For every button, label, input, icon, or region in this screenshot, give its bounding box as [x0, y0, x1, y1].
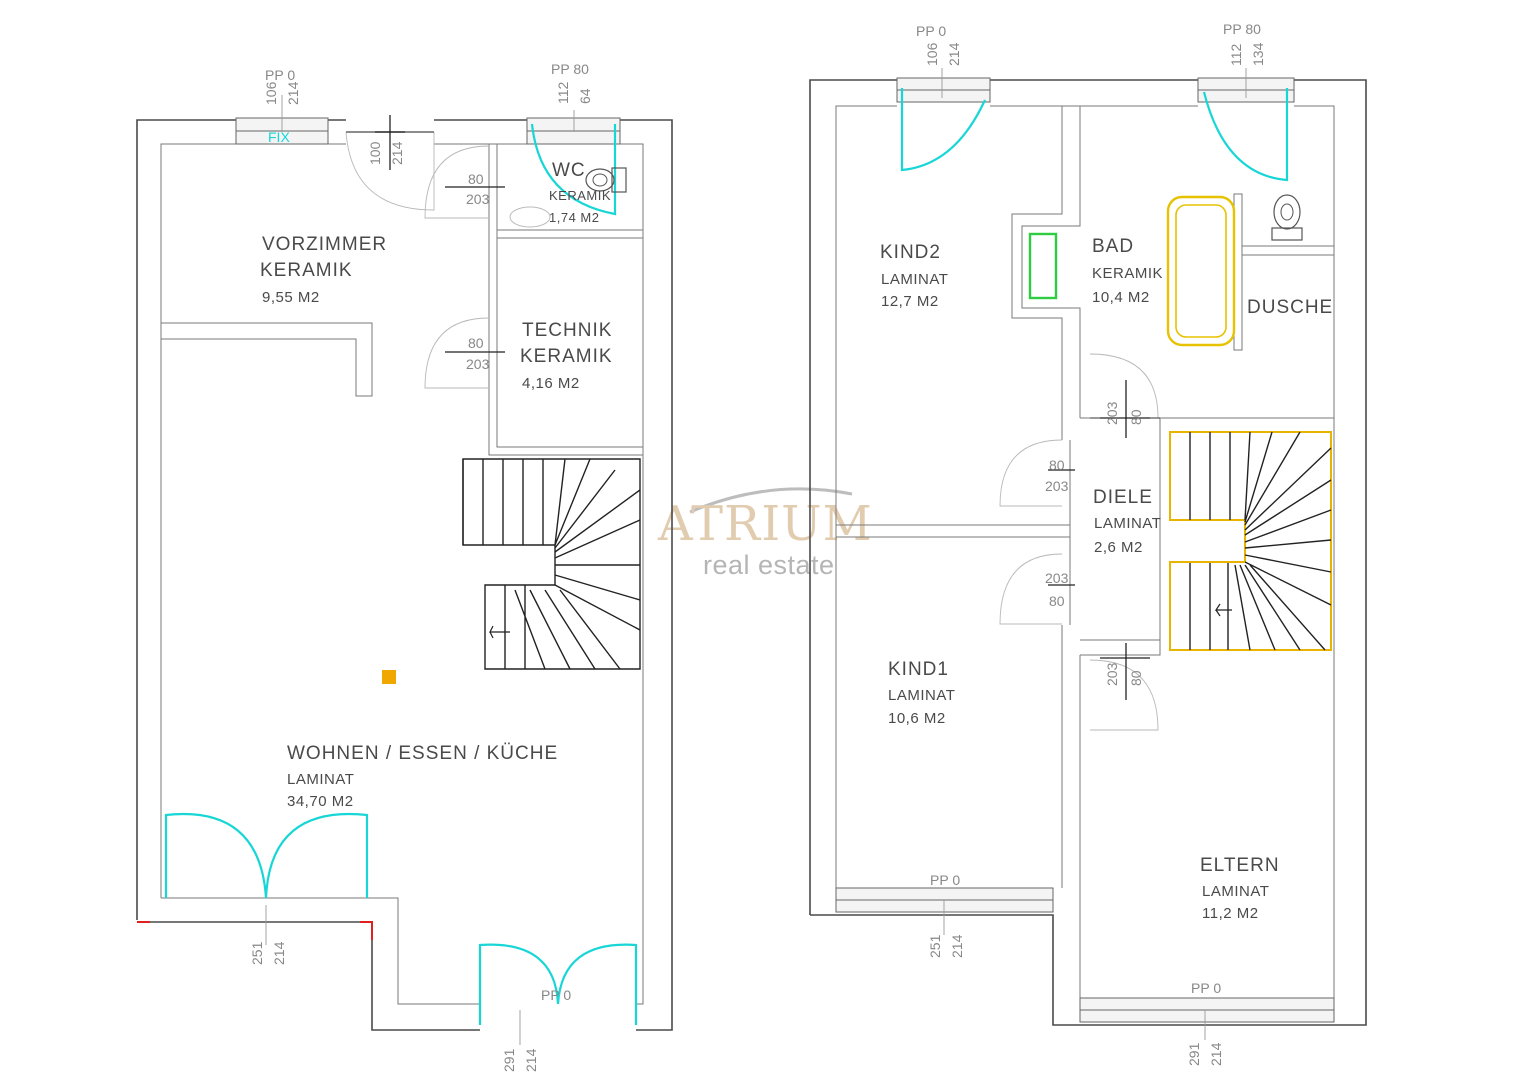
room-area: 12,7 M2	[881, 293, 939, 310]
dim-label: 80	[1128, 409, 1144, 425]
dim-label: 112	[555, 81, 571, 104]
gf-wc-tech-walls	[488, 144, 643, 456]
dim-label: 291	[1186, 1042, 1202, 1066]
room-name: BAD	[1092, 236, 1134, 257]
room-area: 2,6 M2	[1094, 539, 1143, 556]
dim-label: 214	[523, 1048, 539, 1072]
room-area: 10,6 M2	[888, 710, 946, 727]
dim-label: PP 80	[1223, 21, 1261, 37]
upper-floor-plan: KIND2 LAMINAT 12,7 M2 BAD KERAMIK 10,4 M…	[809, 21, 1367, 1066]
room-floor: LAMINAT	[287, 771, 354, 788]
dim-label: 203	[466, 191, 490, 207]
room-floor: KERAMIK	[1092, 265, 1163, 282]
room-area: 4,16 M2	[522, 375, 580, 392]
dim-label: 251	[927, 934, 943, 958]
room-floor: KERAMIK	[260, 260, 353, 281]
dim-label: 203	[1045, 570, 1069, 586]
dim-label: 214	[285, 81, 301, 105]
room-name: KIND2	[880, 242, 941, 263]
room-name: KIND1	[888, 659, 949, 680]
dim-label: 100	[367, 141, 383, 165]
room-floor: LAMINAT	[888, 687, 955, 704]
uf-staircase	[1169, 431, 1332, 651]
room-name: WC	[552, 160, 586, 181]
dim-label: 106	[263, 81, 279, 105]
dim-label: 214	[946, 42, 962, 66]
dim-label: 80	[1049, 593, 1065, 609]
dim-label: 203	[1045, 478, 1069, 494]
dim-label: PP 0	[541, 987, 571, 1003]
room-name: ELTERN	[1200, 855, 1280, 876]
dim-label: 203	[466, 356, 490, 372]
dim-label: 214	[949, 934, 965, 958]
dim-label: 80	[1128, 670, 1144, 686]
logo-brand: ATRIUM	[657, 496, 873, 552]
dim-label: PP 0	[265, 67, 295, 83]
gf-vorzimmer-wall	[161, 322, 373, 397]
dim-label: PP 0	[1191, 980, 1221, 996]
dim-label: PP 80	[551, 61, 589, 77]
room-name: DUSCHE	[1247, 297, 1333, 318]
logo-subtitle: real estate	[703, 550, 835, 580]
room-name: WOHNEN / ESSEN / KÜCHE	[287, 743, 558, 764]
uf-outer-wall	[809, 79, 1367, 1026]
room-area: 11,2 M2	[1202, 905, 1259, 922]
room-floor: LAMINAT	[1202, 883, 1269, 900]
dim-label: 64	[577, 88, 593, 104]
dim-label: 291	[501, 1048, 517, 1072]
dim-label: 80	[468, 171, 484, 187]
dim-label: 214	[271, 941, 287, 965]
dim-label: 112	[1228, 43, 1244, 66]
room-area: 34,70 M2	[287, 793, 354, 810]
gf-fix-label: FIX	[268, 129, 290, 145]
gf-inner-wall-line	[160, 143, 644, 1005]
gf-outer-wall	[136, 119, 673, 1031]
atrium-logo: ATRIUM real estate	[657, 487, 873, 580]
dim-label: 214	[1208, 1042, 1224, 1066]
dim-label: 106	[924, 42, 940, 66]
room-area: 10,4 M2	[1092, 289, 1150, 306]
dim-label: 203	[1104, 662, 1120, 686]
dim-label: PP 0	[930, 872, 960, 888]
dim-label: PP 0	[916, 23, 946, 39]
room-area: 9,55 M2	[262, 289, 320, 306]
uf-inner-wall-line	[835, 105, 1335, 1001]
uf-kind-divider	[836, 524, 1070, 538]
room-floor: KERAMIK	[520, 346, 613, 367]
dim-label: 203	[1104, 401, 1120, 425]
ground-floor-plan: FIX	[136, 61, 673, 1072]
dim-label: 80	[468, 335, 484, 351]
room-floor: LAMINAT	[1094, 515, 1161, 532]
room-name: TECHNIK	[522, 320, 612, 341]
room-floor: KERAMIK	[549, 188, 611, 203]
dim-label: 251	[249, 941, 265, 965]
room-name: VORZIMMER	[262, 234, 387, 255]
gf-column-marker	[382, 670, 396, 684]
dim-label: 214	[389, 141, 405, 165]
room-floor: LAMINAT	[881, 271, 948, 288]
room-name: DIELE	[1093, 487, 1153, 508]
room-area: 1,74 M2	[549, 210, 599, 225]
dim-label: 134	[1250, 42, 1266, 66]
gf-staircase	[462, 458, 641, 670]
dim-label: 80	[1049, 457, 1065, 473]
